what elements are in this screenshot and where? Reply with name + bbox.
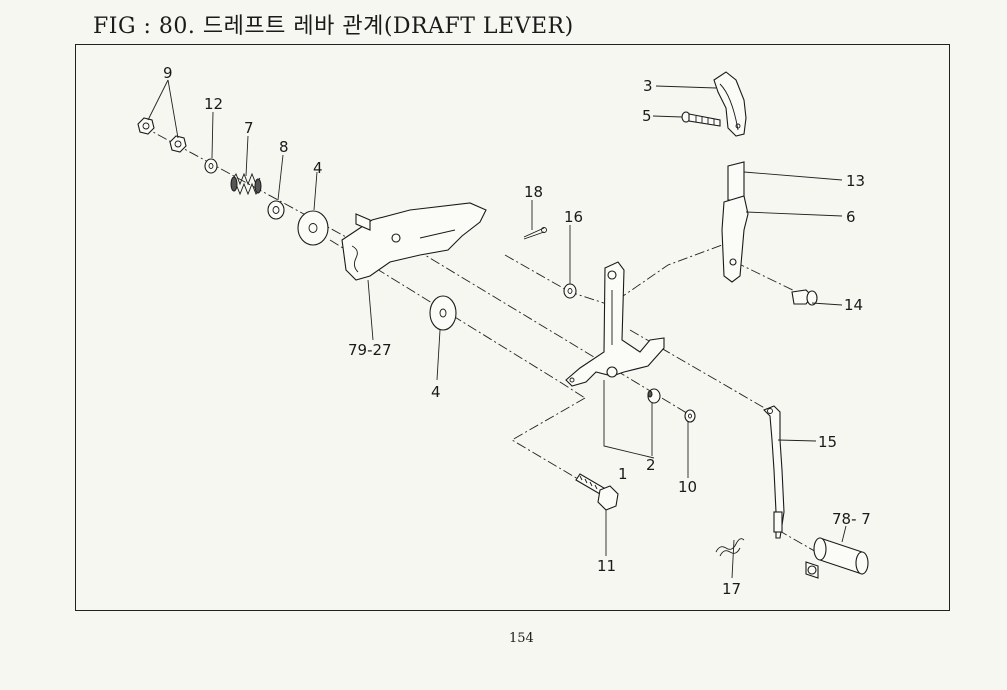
diagram-frame — [75, 44, 950, 611]
cotter-pin-part-18 — [523, 227, 547, 240]
callout-8: 8 — [279, 138, 289, 156]
draft-lever-part-1 — [565, 261, 665, 387]
washer-part-8 — [267, 200, 285, 220]
callout-5: 5 — [642, 107, 652, 125]
e-ring-part-10 — [684, 409, 696, 423]
lever-knob-part-3 — [713, 71, 747, 137]
callout-2: 2 — [646, 456, 656, 474]
callout-17: 17 — [722, 580, 741, 598]
callout-18: 18 — [524, 183, 543, 201]
callout-11: 11 — [597, 557, 616, 575]
spring-part-7 — [230, 172, 262, 196]
bolt-part-11 — [575, 473, 619, 511]
large-washer-part-4-lower — [429, 295, 457, 331]
large-washer-part-4-upper — [297, 210, 329, 246]
callout-3: 3 — [643, 77, 653, 95]
washer-part-16 — [563, 283, 577, 299]
nut-pair-part-9 — [137, 117, 187, 153]
callout-labels: 9 12 7 8 4 79-27 4 18 16 3 5 13 6 14 15 … — [163, 64, 871, 598]
callout-4-lower: 4 — [431, 383, 441, 401]
bolt-part-14 — [791, 289, 818, 306]
callout-9: 9 — [163, 64, 173, 82]
page-number: 154 — [509, 631, 534, 646]
callout-1: 1 — [618, 465, 628, 483]
callout-4-upper: 4 — [313, 159, 323, 177]
callout-14: 14 — [844, 296, 863, 314]
callout-78-7: 78- 7 — [832, 510, 871, 528]
callout-79-27: 79-27 — [348, 341, 392, 359]
lever-arm-part-6 — [721, 195, 749, 283]
pin-part-78-7 — [805, 537, 869, 579]
callout-13: 13 — [846, 172, 865, 190]
callout-7: 7 — [244, 119, 254, 137]
collar-part-2 — [647, 388, 661, 404]
lever-plate-part-13 — [727, 161, 745, 201]
callout-6: 6 — [846, 208, 856, 226]
callout-leader-lines — [147, 79, 847, 579]
callout-16: 16 — [564, 208, 583, 226]
callout-10: 10 — [678, 478, 697, 496]
screw-part-5 — [681, 111, 721, 127]
bracket-part-79-27 — [341, 202, 487, 281]
callout-15: 15 — [818, 433, 837, 451]
spring-clip-part-17 — [715, 538, 745, 557]
figure-title: FIG : 80. 드레프트 레바 관계(DRAFT LEVER) — [93, 14, 574, 39]
assembly-centerlines — [141, 125, 819, 554]
callout-12: 12 — [204, 95, 223, 113]
rod-part-15 — [763, 405, 785, 539]
washer-part-12 — [204, 158, 218, 174]
